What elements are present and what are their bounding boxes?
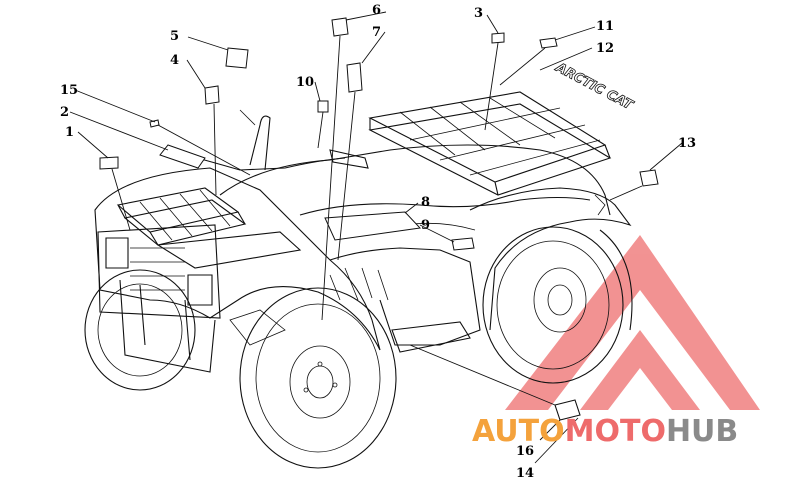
decal-6 [331, 17, 349, 37]
callout-1: 1 [65, 125, 74, 140]
callout-15: 15 [60, 83, 78, 98]
decal-7 [346, 62, 363, 93]
callout-7: 7 [372, 25, 381, 40]
decal-2 [159, 144, 206, 169]
decal-15 [149, 119, 160, 128]
callout-8: 8 [421, 195, 430, 210]
leader-lines [69, 11, 683, 464]
watermark-text: AUTOMOTOHUB [472, 414, 738, 449]
svg-text:AUTOMOTOHUB: AUTOMOTOHUB [472, 414, 738, 449]
rear-rack [368, 91, 612, 196]
callout-6: 6 [372, 3, 381, 18]
watermark-logo [505, 235, 760, 410]
decal-4 [204, 85, 220, 105]
front-bumper [97, 224, 221, 373]
callout-13: 13 [678, 136, 696, 151]
front-rack [116, 187, 302, 269]
decals [99, 17, 659, 251]
decal-3 [491, 32, 505, 44]
callout-10: 10 [296, 75, 314, 90]
decal-10 [317, 100, 329, 113]
callout-16: 16 [516, 444, 534, 459]
watermark-auto: AUTO [472, 414, 565, 449]
fender-lettering: ARCTIC CAT [552, 60, 636, 114]
watermark-hub: HUB [666, 414, 738, 449]
decal-1 [99, 156, 119, 170]
callout-12: 12 [596, 41, 614, 56]
callout-numbers: 5 4 15 2 1 6 7 10 3 11 12 13 8 9 16 14 [60, 3, 696, 481]
callout-9: 9 [421, 218, 430, 233]
callout-11: 11 [596, 19, 614, 34]
decal-5 [225, 47, 249, 69]
callout-14: 14 [516, 466, 534, 481]
callout-5: 5 [170, 29, 179, 44]
callout-4: 4 [170, 53, 179, 68]
callout-3: 3 [474, 6, 483, 21]
watermark-moto: MOTO [565, 414, 666, 449]
decal-8 [324, 211, 422, 241]
callout-2: 2 [60, 105, 69, 120]
atv-drawing: ARCTIC CAT [84, 59, 636, 469]
decal-9 [451, 237, 475, 251]
decal-13 [639, 169, 659, 187]
decal-11 [539, 37, 558, 49]
